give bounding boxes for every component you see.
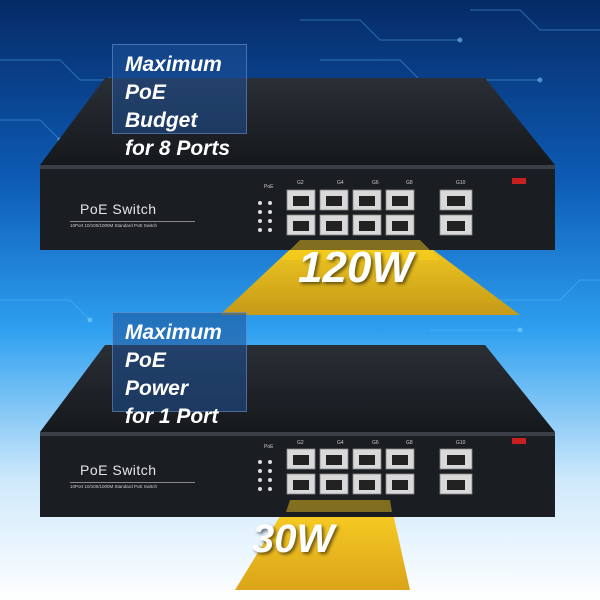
callout-poe-budget: Maximum PoE Budget for 8 Ports: [112, 44, 247, 160]
switch-label-bottom: PoE Switch: [80, 462, 157, 478]
switch-sub-label-bottom: 10Port 10/100/1000M Standard PoE Switch: [70, 482, 195, 489]
port-label-g6-bottom: G6: [372, 440, 379, 446]
callout-poe-budget-line3: for 8 Ports: [125, 137, 231, 160]
callout-poe-power: Maximum PoE Power for 1 Port: [112, 312, 247, 428]
callout-poe-budget-line2: PoE Budget: [125, 81, 198, 132]
port-label-g10-bottom: G10: [456, 440, 466, 446]
watt-label-per-port: 30W: [252, 517, 335, 561]
port-label-g4-bottom: G4: [337, 440, 344, 446]
port-label-g8-bottom: G8: [406, 440, 413, 446]
callout-poe-power-line1: Maximum: [125, 321, 222, 344]
callout-poe-budget-line1: Maximum: [125, 53, 222, 76]
port-label-g10-top: G10: [456, 180, 466, 186]
port-label-g4-top: G4: [337, 180, 344, 186]
poe-label-top: PoE: [264, 184, 274, 190]
port-label-g8-top: G8: [406, 180, 413, 186]
poe-label-bottom: PoE: [264, 444, 274, 450]
port-label-g6-top: G6: [372, 180, 379, 186]
callout-poe-power-line3: for 1 Port: [125, 405, 219, 428]
watt-label-total: 120W: [298, 243, 413, 292]
port-label-g2-top: G2: [297, 180, 304, 186]
switch-sub-label-top: 10Port 10/100/1000M Standard PoE Switch: [70, 221, 195, 228]
switch-label-top: PoE Switch: [80, 201, 157, 217]
callout-poe-power-line2: PoE Power: [125, 349, 189, 400]
port-label-g2-bottom: G2: [297, 440, 304, 446]
